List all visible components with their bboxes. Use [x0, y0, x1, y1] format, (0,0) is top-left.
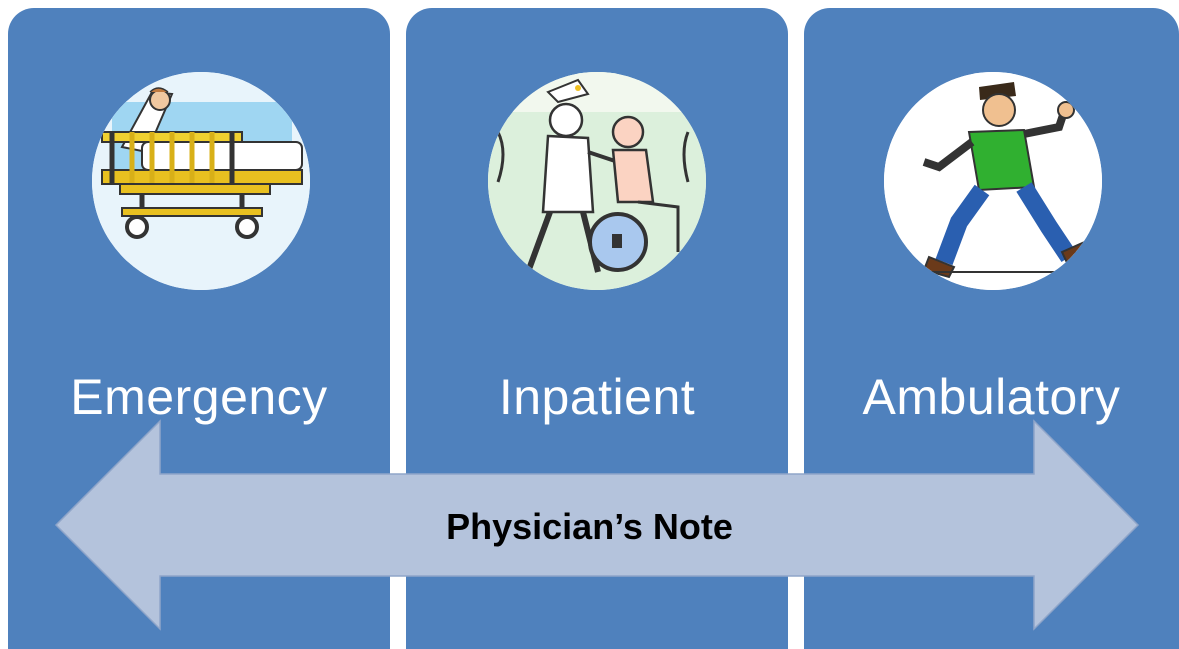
walking-man-thumbs-up-icon [884, 72, 1102, 290]
emergency-panel: Emergency [8, 8, 390, 649]
nurse-pushing-wheelchair-icon [488, 72, 706, 290]
patient-on-stretcher-icon [92, 72, 310, 290]
emergency-label: Emergency [70, 369, 328, 425]
ambulatory-label: Ambulatory [862, 369, 1121, 425]
arrow-label: Physician’s Note [446, 506, 733, 547]
inpatient-label: Inpatient [498, 369, 696, 425]
